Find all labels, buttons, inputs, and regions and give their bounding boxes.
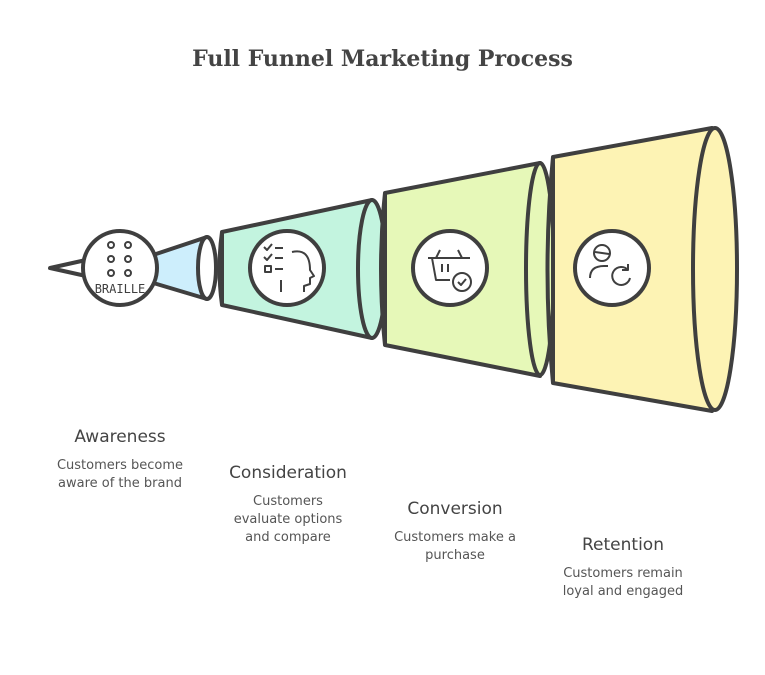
stage-awareness: Awareness Customers become aware of the … — [35, 427, 205, 493]
diagram-title: Full Funnel Marketing Process — [192, 46, 573, 72]
stage-title: Awareness — [74, 427, 166, 447]
braille-label: BRAILLE — [95, 282, 146, 296]
retention-segment — [545, 126, 739, 413]
braille-icon — [81, 229, 159, 307]
stage-description: Customers remain loyal and engaged — [562, 566, 684, 599]
stage-description: Customers make a purchase — [394, 530, 516, 563]
consideration-segment — [217, 198, 388, 340]
stage-description: Customers evaluate options and compare — [233, 494, 343, 545]
awareness-segment: BRAILLE — [48, 229, 218, 307]
basket-check-icon — [411, 229, 489, 307]
stage-consideration: Consideration Customers evaluate options… — [203, 463, 373, 547]
stage-description: Customers become aware of the brand — [56, 458, 184, 491]
stage-title: Retention — [582, 535, 664, 555]
stage-retention: Retention Customers remain loyal and eng… — [538, 535, 708, 601]
stage-conversion: Conversion Customers make a purchase — [370, 499, 540, 565]
checklist-head-icon — [248, 229, 326, 307]
conversion-segment — [379, 161, 556, 378]
stage-title: Conversion — [407, 499, 503, 519]
user-refresh-icon — [573, 229, 651, 307]
stage-title: Consideration — [229, 463, 347, 483]
